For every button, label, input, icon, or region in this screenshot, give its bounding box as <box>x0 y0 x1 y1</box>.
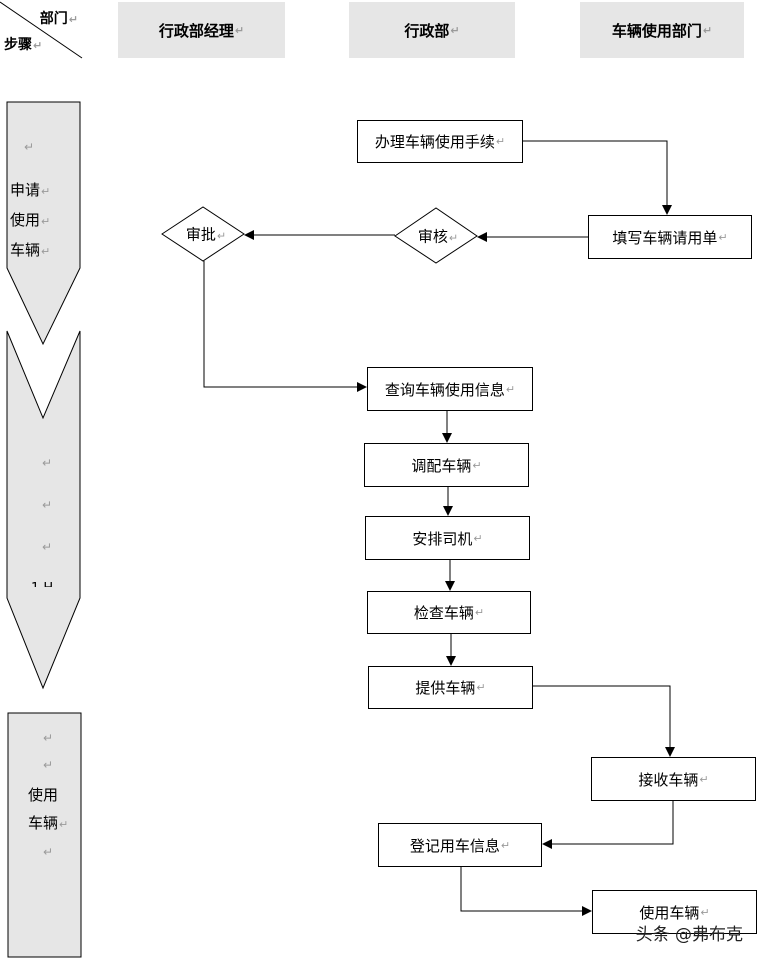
corner-department-label: 部门↵ <box>39 11 78 27</box>
step-middle-shape <box>6 330 81 690</box>
step-middle-mark-3: ↵ <box>42 540 53 554</box>
step-use-mark-1: ↵ <box>43 731 54 745</box>
step-use-mark-3: ↵ <box>43 845 54 859</box>
node-assign-driver: 安排司机↵ <box>365 516 530 560</box>
header-admin-manager: 行政部经理↵ <box>118 2 285 58</box>
node-approve-label: 审批↵ <box>185 225 227 244</box>
node-register-usage: 登记用车信息↵ <box>378 823 542 867</box>
node-fill-request-form: 填写车辆请用单↵ <box>588 215 752 259</box>
step-use-mark-2: ↵ <box>43 758 54 772</box>
node-inspect-vehicle: 检查车辆↵ <box>367 591 531 634</box>
corner-diagonal <box>0 1 83 59</box>
step-middle-mark-1: ↵ <box>42 456 53 470</box>
header-vehicle-dept: 车辆使用部门↵ <box>580 2 744 58</box>
connector-receive-to-register <box>542 801 674 849</box>
node-review-label: 审核↵ <box>417 227 459 246</box>
connector-approve-to-query <box>203 261 367 392</box>
header-admin-dept: 行政部↵ <box>349 2 515 58</box>
corner-step-label: 步骤↵ <box>4 37 43 53</box>
node-query-usage-info: 查询车辆使用信息↵ <box>367 367 533 411</box>
header-corner: 部门↵ 步骤↵ <box>0 2 82 58</box>
node-provide-vehicle: 提供车辆↵ <box>368 666 533 709</box>
node-dispatch-vehicle: 调配车辆↵ <box>364 443 529 487</box>
watermark: 头条 @弗布克 <box>635 925 743 945</box>
node-use-vehicle: 使用车辆↵ <box>592 890 757 934</box>
connector-register-to-use <box>460 867 592 916</box>
step-use-shape <box>7 712 82 958</box>
step-apply-shape <box>6 101 81 346</box>
node-receive-vehicle: 接收车辆↵ <box>591 757 756 801</box>
step-use-label: 使用 车辆↵ <box>28 786 69 832</box>
step-middle-partial-text: 1 H <box>31 582 53 587</box>
connector-handle-to-fill <box>522 140 672 215</box>
connector-provide-to-receive <box>533 685 675 757</box>
step-middle-mark-2: ↵ <box>42 498 53 512</box>
node-handle-procedures: 办理车辆使用手续↵ <box>357 120 523 163</box>
step-apply-label: 申请↵ 使用↵ 车辆↵ <box>10 181 51 259</box>
step-apply-mark: ↵ <box>24 140 35 154</box>
